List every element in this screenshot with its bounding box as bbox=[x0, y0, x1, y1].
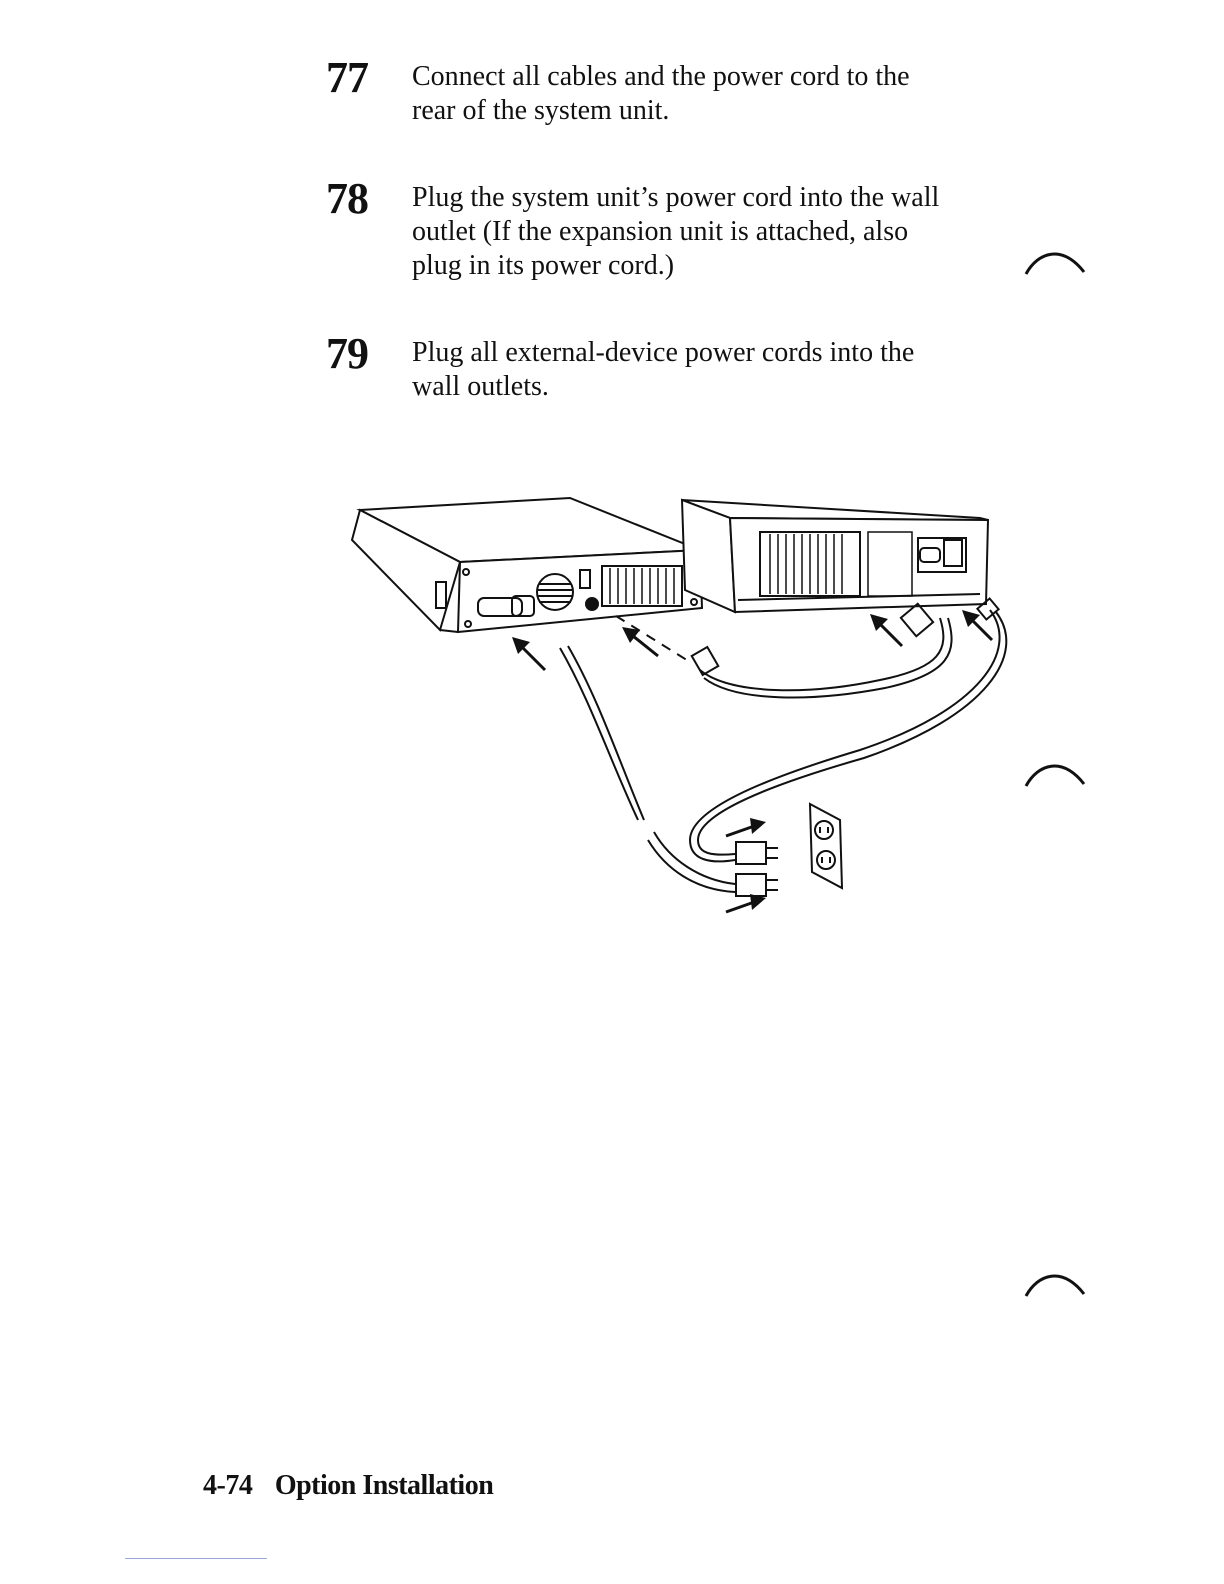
expansion-unit-rear-illustration bbox=[682, 500, 988, 612]
step-text: Connect all cables and the power cord to… bbox=[412, 58, 910, 128]
section-title: Option Installation bbox=[275, 1470, 493, 1501]
step-number: 77 bbox=[326, 58, 412, 98]
page-footer: 4-74 Option Installation bbox=[203, 1470, 493, 1502]
tab-divider-mark bbox=[1024, 1266, 1088, 1298]
step-text: Plug all external-device power cords int… bbox=[412, 334, 914, 404]
tab-divider-mark bbox=[1024, 756, 1088, 788]
step-number: 79 bbox=[326, 334, 412, 374]
cable-connection-illustration bbox=[340, 480, 1030, 920]
step-79: 79 Plug all external-device power cords … bbox=[326, 334, 1026, 404]
step-number: 78 bbox=[326, 179, 412, 219]
tab-divider-mark bbox=[1024, 244, 1088, 276]
wall-outlet-illustration bbox=[810, 804, 842, 888]
bottom-rule bbox=[125, 1558, 267, 1559]
page-number: 4-74 bbox=[203, 1470, 252, 1501]
step-78: 78 Plug the system unit’s power cord int… bbox=[326, 179, 1026, 283]
direction-arrows-illustration bbox=[512, 610, 992, 912]
step-text: Plug the system unit’s power cord into t… bbox=[412, 179, 939, 283]
system-unit-rear-illustration bbox=[352, 498, 702, 632]
step-77: 77 Connect all cables and the power cord… bbox=[326, 58, 1026, 128]
cables-illustration bbox=[560, 598, 1006, 896]
